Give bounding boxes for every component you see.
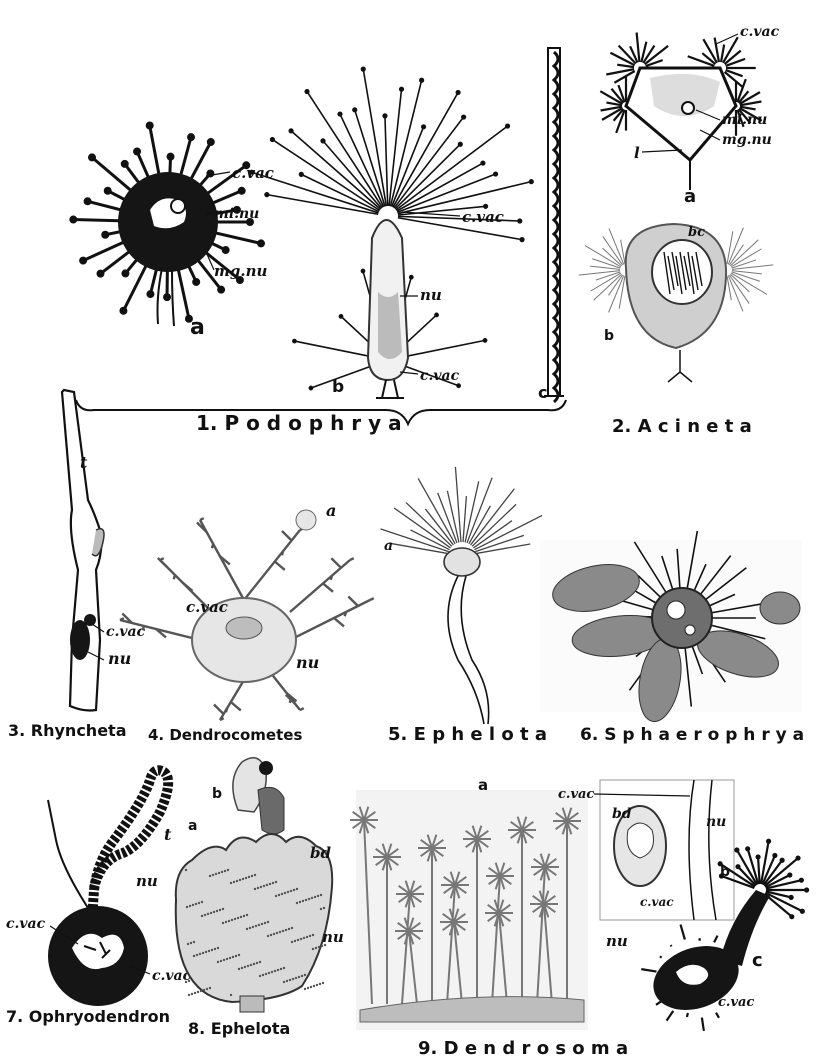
acineta-b-organism: [579, 224, 773, 382]
caption-acineta: 2. A c i n e t a: [612, 416, 752, 437]
label-l: l: [634, 144, 640, 162]
label-t: t: [80, 453, 88, 472]
label-c: c: [538, 383, 547, 402]
label-mg-nu: mg.nu: [214, 262, 267, 280]
label-a: a: [684, 186, 696, 207]
label-nu: nu: [420, 286, 442, 304]
label-mi-nu: mi.nu: [722, 112, 767, 128]
label-bc: bc: [688, 225, 705, 240]
caption-dendrocometes: 4. Dendrocometes: [148, 726, 302, 744]
label-bd: bd: [310, 844, 331, 862]
label-mi-nu: mi.nu: [214, 206, 259, 222]
label-bd: bd: [612, 806, 632, 822]
label-nu: nu: [136, 872, 158, 890]
caption-rhyncheta: 3. Rhyncheta: [8, 721, 126, 740]
label-c-vac: c.vac: [740, 24, 780, 40]
podophrya-c-stalk: [544, 48, 564, 402]
label-c-vac: c.vac: [186, 598, 228, 616]
caption-ephelota: 5. E p h e l o t a: [388, 724, 547, 745]
label-c-vac: c.vac: [106, 624, 146, 640]
label-a: a: [326, 501, 336, 520]
caption-ophryodendron: 7. Ophryodendron: [6, 1007, 170, 1026]
figure-8-ephelota: b a bd nu 8. Ephelota: [176, 758, 344, 1038]
label-a: a: [190, 315, 205, 340]
label-mg-nu: mg.nu: [722, 132, 772, 148]
label-c-vac: c.vac: [462, 208, 504, 226]
figure-1-podophrya: c.vac mi.nu mg.nu a c.vac nu c.vac b c 1…: [71, 48, 566, 435]
label-c: c: [752, 950, 763, 971]
figure-2-acineta: c.vac mi.nu mg.nu l a bc b 2. A c i n e …: [579, 24, 780, 437]
label-b: b: [604, 328, 614, 344]
caption-podophrya: 1. P o d o p h r y a: [196, 411, 402, 435]
figure-4-dendrocometes: a c.vac nu 4. Dendrocometes: [120, 501, 374, 744]
label-a: a: [384, 538, 393, 554]
label-c-vac: c.vac: [420, 368, 460, 384]
label-nu: nu: [706, 814, 726, 830]
label-c-vac: c.vac: [6, 916, 46, 932]
caption-dendrosoma: 9. D e n d r o s o m a: [418, 1038, 628, 1059]
figure-5-ephelota: a 5. E p h e l o t a: [381, 467, 547, 745]
label-nu: nu: [296, 653, 319, 672]
label-nu: nu: [108, 649, 131, 668]
label-a: a: [188, 818, 197, 834]
figure-3-rhyncheta: t c.vac nu 3. Rhyncheta: [8, 390, 146, 740]
caption-ephelota-2: 8. Ephelota: [188, 1019, 290, 1038]
label-nu: nu: [606, 932, 628, 950]
label-c-vac: c.vac: [640, 895, 674, 909]
label-c-vac: c.vac: [232, 164, 274, 182]
label-b: b: [212, 786, 222, 802]
figure-7-ophryodendron: t nu c.vac c.vac 7. Ophryodendron: [6, 770, 192, 1026]
figure-9-dendrosoma: a c.vac bd nu b c.vac nu c c.vac 9. D e …: [350, 776, 808, 1059]
label-b: b: [332, 377, 344, 397]
podophrya-b-organism: [250, 67, 533, 398]
label-c-vac: c.vac: [558, 787, 594, 802]
podophrya-a-organism: [71, 123, 264, 326]
label-a: a: [478, 776, 488, 794]
caption-sphaerophrya: 6. S p h a e r o p h r y a: [580, 725, 804, 745]
label-t: t: [164, 825, 172, 844]
label-nu: nu: [322, 928, 344, 946]
label-c-vac: c.vac: [718, 995, 754, 1010]
figure-6-sphaerophrya: 6. S p h a e r o p h r y a: [540, 531, 804, 745]
